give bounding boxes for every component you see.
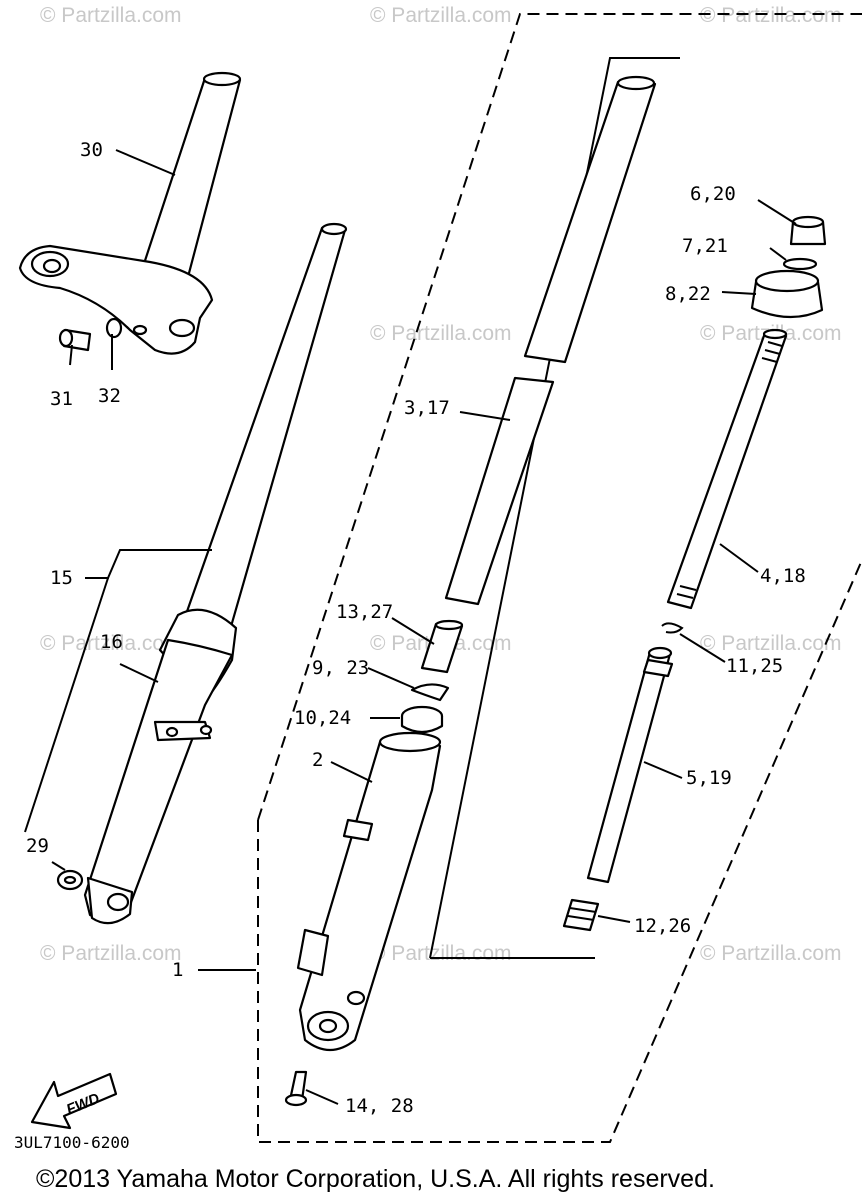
callout-30: 30 <box>80 139 103 161</box>
watermark: © Partzilla.com <box>40 632 182 655</box>
callout-4-18: 4,18 <box>760 565 806 587</box>
callout-13-27: 13,27 <box>336 601 393 623</box>
callout-7-21: 7,21 <box>682 235 728 257</box>
part-12-26-spring <box>562 898 600 932</box>
part-13-27-spacer <box>420 619 464 674</box>
watermark: © Partzilla.com <box>40 4 182 27</box>
part-30-steering-stem <box>18 71 242 355</box>
callout-16: 16 <box>100 631 123 653</box>
part-4-18-damper-rod <box>666 328 788 610</box>
part-32-washer <box>105 317 123 339</box>
watermark: © Partzilla.com <box>370 4 512 27</box>
leader-lines <box>24 149 797 1105</box>
callout-6-20: 6,20 <box>690 183 736 205</box>
watermark: © Partzilla.com <box>370 942 512 965</box>
watermark: © Partzilla.com <box>700 632 842 655</box>
callout-labels: 30 31 32 15 16 29 1 2 3,17 13,27 9, 23 1… <box>26 139 806 1117</box>
part-7-21-o-ring <box>782 257 818 271</box>
part-9-23-clip <box>410 683 450 702</box>
callout-32: 32 <box>98 385 121 407</box>
part-10-24-oil-seal <box>400 705 444 734</box>
watermark: © Partzilla.com <box>700 942 842 965</box>
fwd-direction-arrow: FWD <box>30 1072 118 1130</box>
callout-9-23: 9, 23 <box>312 657 369 679</box>
part-3-17-inner-tube <box>444 75 657 606</box>
callout-8-22: 8,22 <box>665 283 711 305</box>
callout-29: 29 <box>26 835 49 857</box>
part-14-28-drain-bolt <box>284 1070 308 1107</box>
part-8-22-collar <box>750 269 824 319</box>
watermark: © Partzilla.com <box>40 942 182 965</box>
part-15-fork-assembly-left <box>83 222 348 925</box>
callout-15: 15 <box>50 567 73 589</box>
callout-1: 1 <box>172 959 183 981</box>
callout-2: 2 <box>312 749 323 771</box>
part-31-bolt <box>58 328 92 352</box>
part-11-25-circlip <box>661 622 684 634</box>
callout-3-17: 3,17 <box>404 397 450 419</box>
callout-31: 31 <box>50 388 73 410</box>
callout-5-19: 5,19 <box>686 767 732 789</box>
part-29-washer <box>56 869 84 891</box>
copyright-notice: ©2013 Yamaha Motor Corporation, U.S.A. A… <box>36 1165 715 1193</box>
inner-group-boundary <box>429 57 680 959</box>
assembly-boundary-dashed <box>257 13 862 821</box>
callout-10-24: 10,24 <box>294 707 351 729</box>
part-5-19-damper-cylinder <box>586 646 674 884</box>
assembly-boundary-dashed <box>257 559 863 1143</box>
watermark: © Partzilla.com <box>700 4 842 27</box>
part-6-20-cap-bolt <box>789 215 827 246</box>
callout-14-28: 14, 28 <box>345 1095 414 1117</box>
part-2-outer-tube <box>296 731 442 1052</box>
diagram-code: 3UL7100-6200 <box>14 1133 130 1152</box>
watermark: © Partzilla.com <box>370 322 512 345</box>
callout-12-26: 12,26 <box>634 915 691 937</box>
callout-11-25: 11,25 <box>726 655 783 677</box>
